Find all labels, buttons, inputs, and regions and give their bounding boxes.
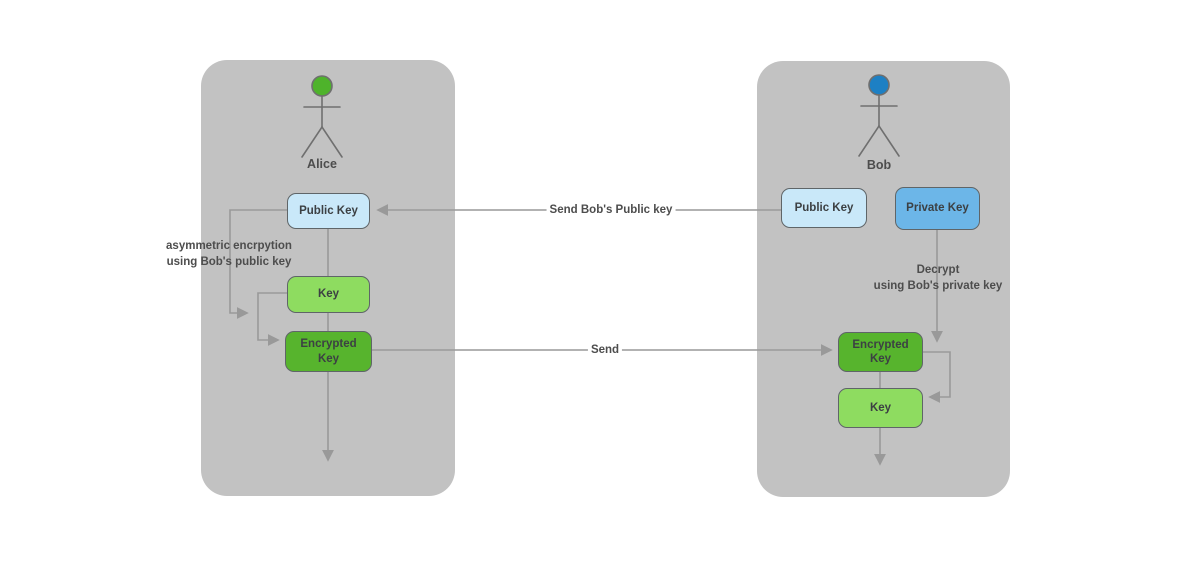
- bob-key-node: Key: [838, 388, 923, 428]
- alice-annotation-line1: asymmetric encrpytion: [166, 240, 292, 252]
- bob-annotation-line2: using Bob's private key: [873, 279, 1003, 292]
- alice-annotation-line2: using Bob's public key: [166, 255, 292, 268]
- alice-public-key-node: Public Key: [287, 193, 370, 229]
- alice-encrypted-key-label: Encrypted Key: [300, 338, 357, 365]
- bob-actor-label: Bob: [866, 158, 892, 172]
- alice-encrypted-key-node: Encrypted Key: [285, 331, 372, 372]
- alice-key-node: Key: [287, 276, 370, 313]
- send-edge-label: Send: [587, 344, 623, 356]
- bob-public-key-label: Public Key: [794, 201, 854, 214]
- bob-encrypted-key-label: Encrypted Key: [852, 338, 909, 365]
- bob-key-label: Key: [869, 401, 892, 414]
- alice-actor-label: Alice: [307, 157, 337, 171]
- bob-private-key-node: Private Key: [895, 187, 980, 230]
- bob-decrypt-annotation: Decrypt using Bob's private key: [862, 263, 1014, 294]
- alice-encryption-annotation: asymmetric encrpytion using Bob's public…: [153, 239, 305, 270]
- bob-encrypted-key-node: Encrypted Key: [838, 332, 923, 372]
- alice-public-key-label: Public Key: [299, 204, 358, 217]
- bob-public-key-node: Public Key: [781, 188, 867, 228]
- bob-annotation-line1: Decrypt: [916, 264, 960, 276]
- bob-private-key-label: Private Key: [906, 202, 969, 215]
- alice-key-label: Key: [317, 288, 340, 301]
- send-public-key-edge-label: Send Bob's Public key: [546, 204, 676, 216]
